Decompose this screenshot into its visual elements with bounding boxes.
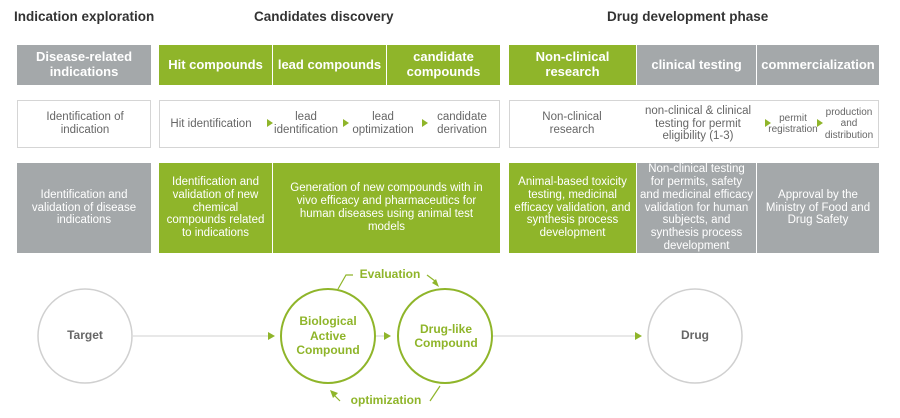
drug-circle	[647, 288, 743, 384]
step-lead-identification: lead identification	[274, 111, 338, 136]
step-production-distribution: production and distribution	[824, 107, 874, 141]
step-box-discovery	[159, 100, 500, 148]
phase-candidates-discovery: Candidates discovery	[254, 9, 394, 24]
stage-clinical-testing: clinical testing	[637, 45, 756, 85]
arrow-right-icon	[267, 119, 273, 127]
step-hit-identification: Hit identification	[170, 117, 252, 130]
flow-drug-label: Drug	[681, 328, 709, 343]
flow-druglike-label: Drug-like Compound	[414, 321, 478, 350]
optimization-loop-line	[429, 385, 441, 402]
stage-candidate-compounds: candidate compounds	[387, 45, 500, 85]
flow-evaluation-label: Evaluation	[359, 267, 421, 282]
step-identification-of-indication: Identification of indication	[46, 111, 124, 136]
stage-hit-compounds: Hit compounds	[159, 45, 272, 85]
step-lead-optimization: lead optimization	[352, 111, 414, 136]
stage-lead-compounds: lead compounds	[273, 45, 386, 85]
bio-circle	[280, 288, 376, 384]
arrow-right-icon	[268, 332, 275, 340]
arrow-up-icon	[330, 390, 338, 398]
target-circle	[37, 288, 133, 384]
arrow-right-icon	[765, 119, 771, 127]
step-non-clinical-research: Non-clinical research	[542, 111, 602, 136]
step-box-exploration	[17, 100, 151, 148]
desc-clinical-testing: Non-clinical testing for permits, safety…	[637, 163, 756, 253]
arrow-right-icon	[817, 119, 823, 127]
desc-disease-indications: Identification and validation of disease…	[17, 163, 151, 253]
flow-optimization-label: optimization	[350, 393, 422, 408]
arrow-down-icon	[432, 279, 439, 287]
phase-indication-exploration: Indication exploration	[14, 9, 155, 24]
flow-target-label: Target	[67, 328, 103, 343]
druglike-circle	[397, 288, 493, 384]
desc-lead-candidate: Generation of new compounds with in vivo…	[273, 163, 500, 253]
stage-commercialization: commercialization	[757, 45, 879, 85]
arrow-right-icon	[635, 332, 642, 340]
stage-non-clinical-research: Non-clinical research	[509, 45, 636, 85]
step-permit-registration: permit registration	[768, 112, 818, 135]
arrow-right-icon	[422, 119, 428, 127]
stage-disease-related-indications: Disease-related indications	[17, 45, 151, 85]
arrow-right-icon	[343, 119, 349, 127]
desc-commercialization: Approval by the Ministry of Food and Dru…	[757, 163, 879, 253]
evaluation-loop-line	[337, 274, 353, 290]
step-non-clinical-clinical-testing: non-clinical & clinical testing for perm…	[644, 104, 752, 143]
flow-bio-label: Biological Active Compound	[296, 314, 360, 358]
step-candidate-derivation: candidate derivation	[437, 111, 487, 136]
desc-non-clinical: Animal-based toxicity testing, medicinal…	[509, 163, 636, 253]
phase-drug-development: Drug development phase	[607, 9, 769, 24]
desc-hit-compounds: Identification and validation of new che…	[159, 163, 272, 253]
arrow-right-icon	[384, 332, 391, 340]
